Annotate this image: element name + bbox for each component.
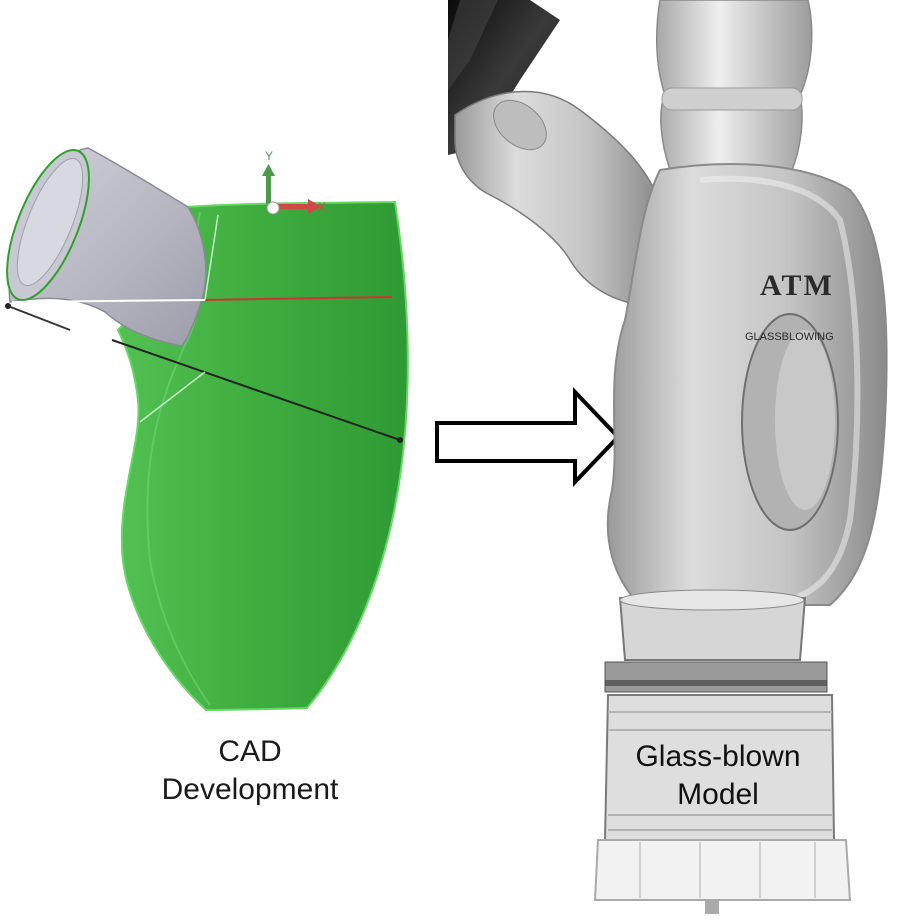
cad-construction-line-dark-2 <box>111 339 401 441</box>
cad-axis-triad: Y X <box>262 149 326 215</box>
glass-logo: ATM GLASSBLOWING <box>745 269 834 343</box>
cad-axis-origin <box>266 201 280 215</box>
cad-caption-line-1: CAD <box>218 735 282 768</box>
glass-side-arm <box>454 90 661 306</box>
cad-caption: CAD Development <box>130 733 370 809</box>
cad-caption-line-2: Development <box>161 773 339 806</box>
glass-caption-line-2: Model <box>677 778 759 811</box>
cad-model: Y X <box>5 147 409 712</box>
glass-cap <box>593 839 852 901</box>
glass-neck <box>655 0 813 171</box>
cad-axis-x-label: X <box>318 200 326 214</box>
cad-axis-y-label: Y <box>265 149 273 163</box>
glass-caption-line-1: Glass-blown <box>635 740 801 773</box>
glass-logo-text: ATM <box>760 269 834 302</box>
glass-caption: Glass-blown Model <box>598 738 838 814</box>
cad-construction-line-red <box>199 296 393 301</box>
transition-arrow <box>435 387 621 487</box>
glass-model-photo: ATM GLASSBLOWING <box>448 0 888 914</box>
cad-construction-line-white <box>11 299 206 303</box>
cad-construction-line-dark-1 <box>7 305 71 331</box>
glass-logo-subtext: GLASSBLOWING <box>745 331 834 343</box>
